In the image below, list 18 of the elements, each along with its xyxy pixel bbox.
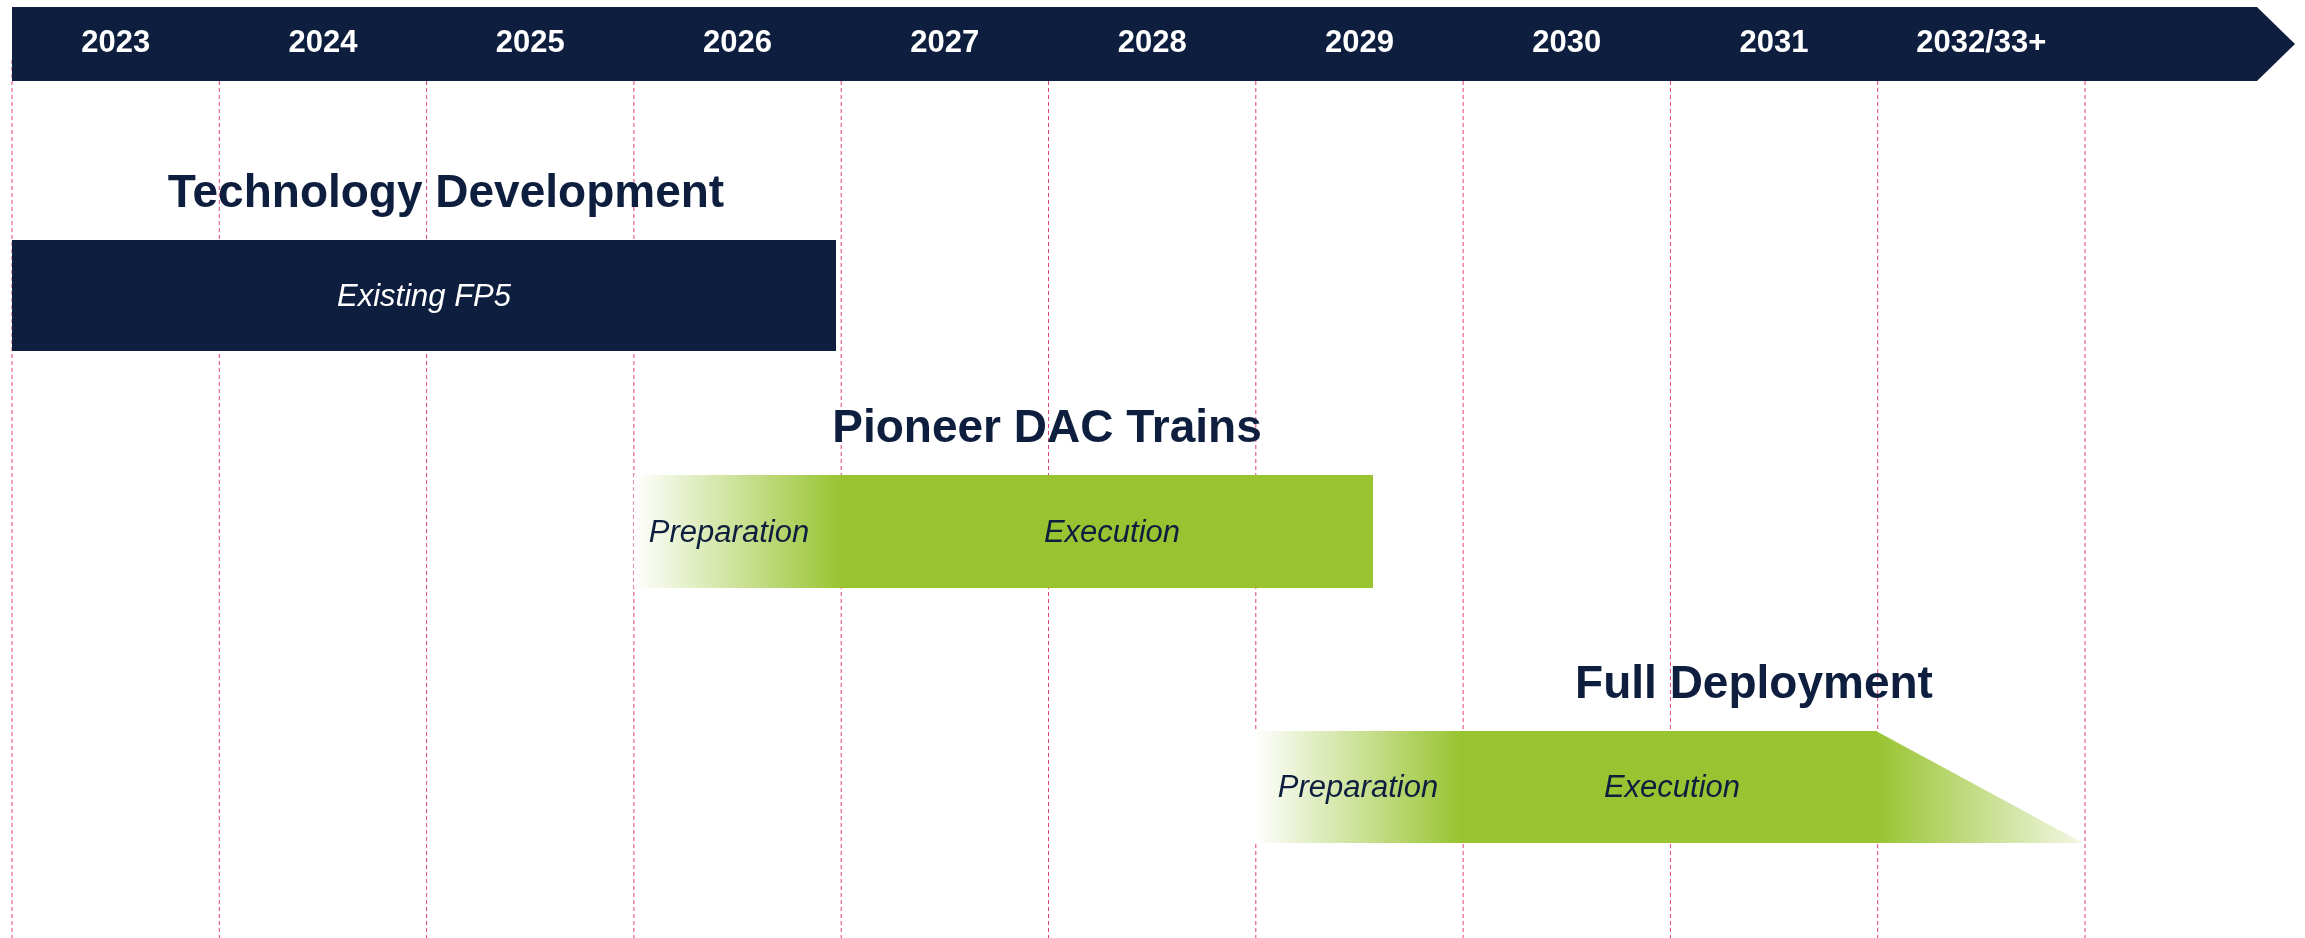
year-label: 2031: [1738, 23, 1810, 61]
phase-heading: Technology Development: [167, 164, 725, 218]
phase-label: Preparation: [648, 513, 810, 550]
phase-label: Execution: [1603, 769, 1741, 805]
phase-label: Preparation: [1277, 769, 1439, 805]
year-label: 2027: [909, 23, 981, 61]
year-label: 2023: [80, 23, 152, 61]
year-label: 2024: [287, 23, 359, 61]
phase-label: Existing FP5: [337, 277, 511, 314]
year-label: 2026: [702, 23, 773, 61]
year-label: 2030: [1531, 23, 1603, 61]
year-label: 2028: [1116, 23, 1188, 61]
phase-heading: Pioneer DAC Trains: [832, 399, 1262, 453]
year-label: 2032/33+: [1915, 23, 2048, 61]
year-label: 2025: [494, 23, 566, 61]
year-label: 2029: [1323, 23, 1395, 61]
phase-heading: Full Deployment: [1575, 655, 1933, 709]
phase-label: Execution: [1043, 513, 1181, 550]
